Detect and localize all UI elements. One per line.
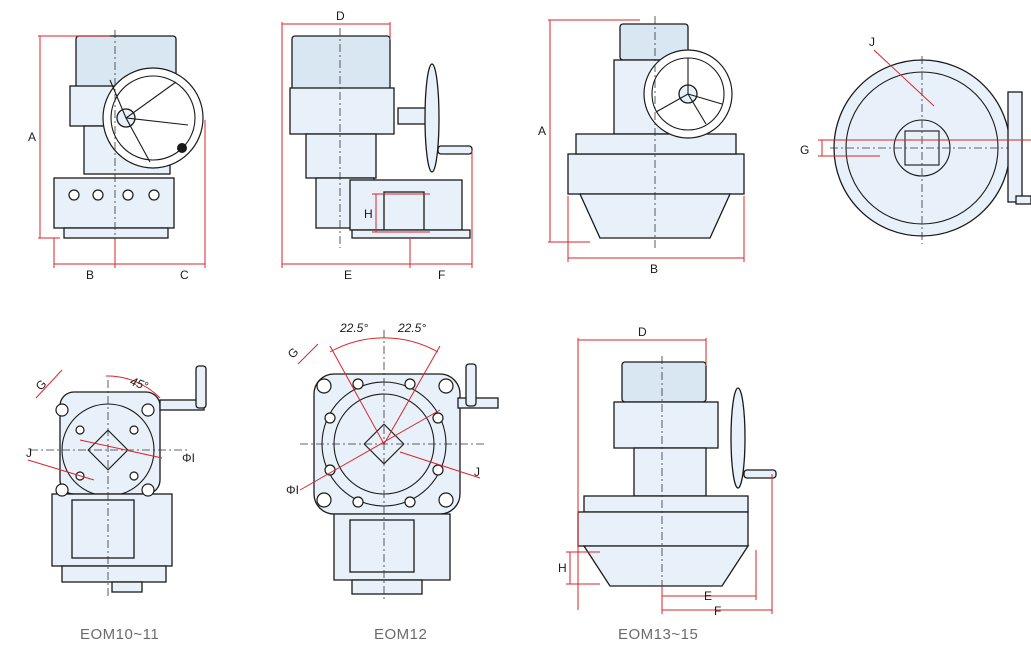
- dim-label-f-eom13: F: [714, 604, 721, 618]
- dim-label-f: F: [438, 268, 445, 282]
- dim-label-j-eom12: J: [474, 465, 480, 479]
- dim-label-g-bottom: G: [33, 377, 50, 394]
- angle-45: 45°: [128, 374, 150, 393]
- dim-label-b-eom13: B: [650, 262, 658, 276]
- caption-eom12: EOM12: [374, 626, 428, 643]
- dim-label-e: E: [344, 268, 352, 282]
- angle-22-5-left: 22.5°: [339, 321, 368, 335]
- angle-22-5-right: 22.5°: [397, 321, 426, 335]
- dim-label-j-top: J: [869, 35, 875, 49]
- view-front-eom10: A B C: [28, 30, 206, 282]
- dim-label-c: C: [180, 268, 189, 282]
- dim-label-g-eom12: G: [285, 345, 302, 362]
- caption-eom10-11: EOM10~11: [80, 626, 160, 643]
- dim-label-d: D: [336, 9, 345, 23]
- view-front-eom13: A B: [538, 16, 745, 276]
- dim-label-a-eom13: A: [538, 124, 546, 138]
- dim-label-a: A: [28, 130, 36, 144]
- dim-label-phi-i-eom12: ΦI: [286, 483, 299, 497]
- view-top-eom13: J G: [800, 35, 1031, 244]
- dim-label-h-eom13: H: [558, 561, 567, 575]
- view-bottom-eom12: 22.5° 22.5° G ΦI J: [285, 321, 499, 600]
- dim-label-h: H: [364, 207, 373, 221]
- dim-label-d-eom13: D: [638, 325, 647, 339]
- view-side-eom13: D E F H: [558, 325, 777, 618]
- dim-label-b: B: [86, 268, 94, 282]
- view-side-eom10: D E F H: [281, 9, 473, 282]
- dim-label-g-top: G: [800, 143, 809, 157]
- dim-label-e-eom13: E: [704, 589, 712, 603]
- dim-label-phi-i-bottom: ΦI: [182, 451, 195, 465]
- dim-label-j-bottom: J: [26, 446, 32, 460]
- caption-eom13-15: EOM13~15: [618, 626, 699, 643]
- view-bottom-eom10: G J ΦI 45°: [26, 365, 207, 598]
